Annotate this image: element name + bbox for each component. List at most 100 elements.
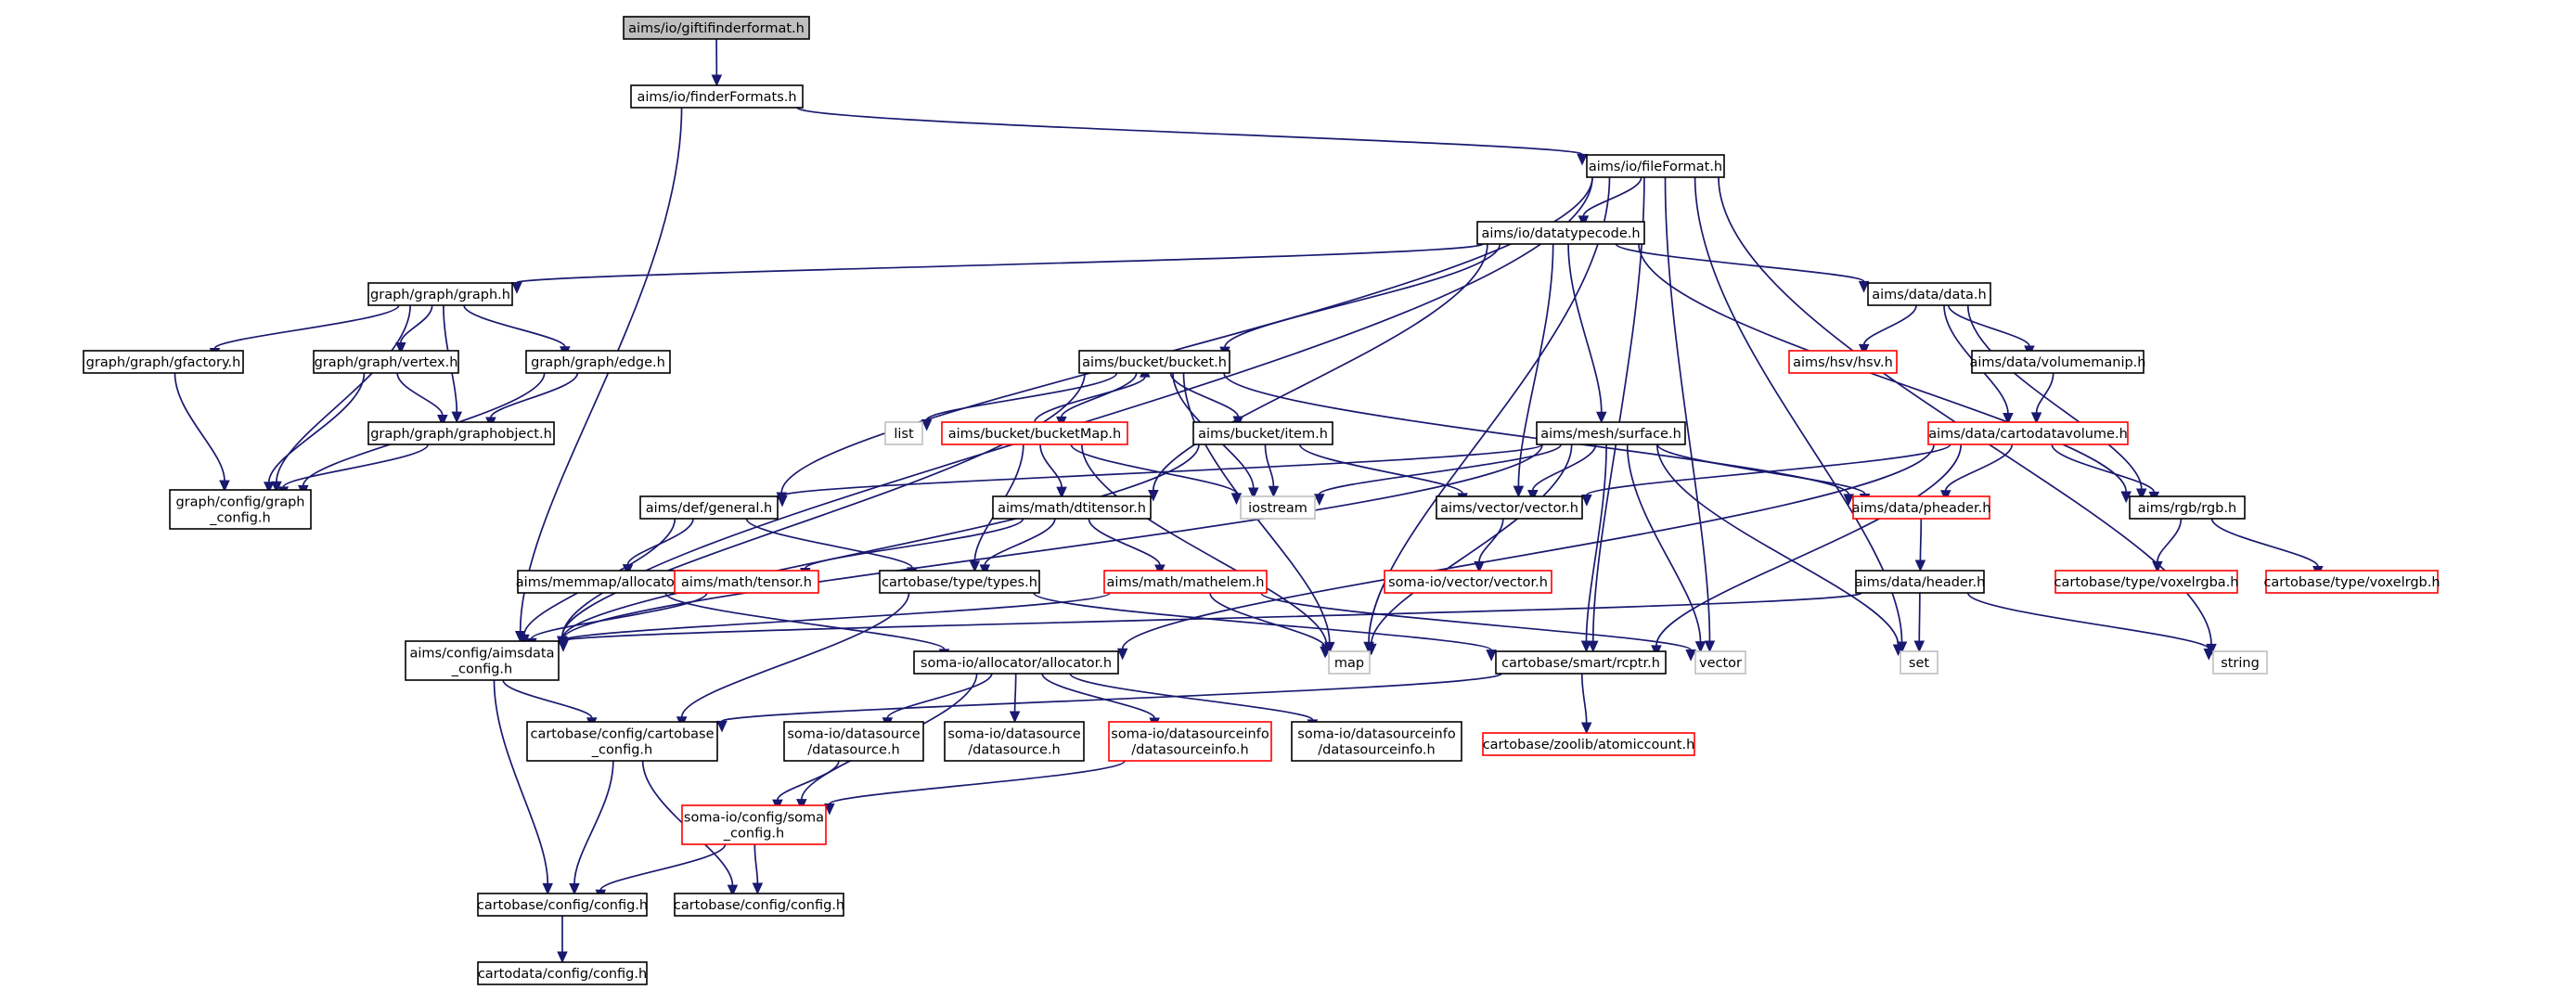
edge-types-to-cartobaseconfig [680,592,910,717]
edge-datadata-to-rgb [1966,304,2143,490]
node-datasourceinfo_blk[interactable]: soma-io/datasourceinfo/datasourceinfo.h [1291,721,1462,762]
node-somavector[interactable]: soma-io/vector/vector.h [1384,570,1552,594]
arrowhead-giftifinderformat-to-finderformats [711,74,723,87]
edge-datasourceinfo_red-to-somaconfig [829,760,1126,805]
node-box-cartobaseconfig [526,721,718,762]
edge-volumemanip-to-cartodatavolume [2035,372,2054,413]
node-box-aimsdataconfig [405,640,560,681]
node-label-iostream-0: iostream [1248,501,1307,516]
node-somaallocator[interactable]: soma-io/allocator/allocator.h [913,650,1119,675]
node-label-aimsdataconfig-0: aims/config/aimsdata [410,647,555,662]
node-box-datasourceh [783,721,924,762]
node-aimsdataconfig[interactable]: aims/config/aimsdata_config.h [405,640,560,681]
node-box-vectorh [1436,495,1583,520]
node-atomiccount[interactable]: cartobase/zoolib/atomiccount.h [1482,732,1695,756]
node-graphconfig[interactable]: graph/config/graph_config.h [169,489,312,530]
node-label-giftifinderformat-0: aims/io/giftifinderformat.h [628,21,805,36]
node-bucketitem[interactable]: aims/bucket/item.h [1192,421,1333,445]
node-pheader[interactable]: aims/data/pheader.h [1852,495,1991,520]
node-datadata[interactable]: aims/data/data.h [1867,282,1991,306]
arrowhead-surface-to-map [1366,643,1377,656]
node-datasourceh[interactable]: soma-io/datasource/datasource.h [783,721,924,762]
edge-surface-to-aimsdataconfig [561,444,1543,640]
arrowhead-surface-to-defgeneral [777,495,788,508]
node-box-voxelrgb [2265,570,2439,594]
edge-surface-to-map [1370,444,1573,645]
node-bucket[interactable]: aims/bucket/bucket.h [1078,350,1230,374]
node-rgb[interactable]: aims/rgb/rgb.h [2129,495,2246,520]
arrowhead-fileformat-to-rcptr [1588,640,1599,653]
arrowhead-defgeneral-to-memmapallocator [622,564,634,576]
node-cartodatavolume[interactable]: aims/data/cartodatavolume.h [1927,421,2129,445]
node-box-list [884,421,923,445]
node-label-bucketmap-0: aims/bucket/bucketMap.h [948,427,1121,442]
edge-types-to-rcptr [1033,592,1492,651]
node-box-fileformat [1586,154,1725,178]
node-box-dtitensor [992,495,1152,520]
node-tensor[interactable]: aims/math/tensor.h [674,570,819,594]
node-vertex[interactable]: graph/graph/vertex.h [313,350,459,374]
node-label-gfactory-0: graph/graph/gfactory.h [86,355,241,370]
arrowhead-defgeneral-to-aimsdataconfig [519,634,530,647]
edge-datadata-to-hsv [1862,304,1917,345]
node-box-surface [1536,421,1686,445]
edge-cartodatavolume-to-pheader [1944,444,2014,492]
node-memmapallocator[interactable]: aims/memmap/allocator.h [516,570,691,594]
node-header[interactable]: aims/data/header.h [1855,570,1986,594]
node-volumemanip[interactable]: aims/data/volumemanip.h [1970,350,2146,374]
node-box-hsv [1788,350,1898,374]
node-map: map [1328,650,1371,675]
edge-datatypecode-to-dtitensor [1153,243,1488,491]
node-label-pheader-0: aims/data/pheader.h [1852,501,1991,516]
edge-somaallocator-to-datasource2 [1013,673,1017,713]
node-label-graphconfig-0: graph/config/graph [175,495,304,510]
edge-surface-to-pheader [1656,444,1866,495]
node-hsv[interactable]: aims/hsv/hsv.h [1788,350,1898,374]
node-gfactory[interactable]: graph/graph/gfactory.h [83,350,244,374]
arrowhead-graph-to-vertex [395,342,406,354]
node-label-rgb-0: aims/rgb/rgb.h [2138,501,2236,516]
node-label-somaconfig-0: soma-io/config/soma [684,811,824,826]
node-cartodataconfig[interactable]: cartodata/config/config.h [477,961,648,985]
node-box-rgb [2129,495,2246,520]
node-label-string-0: string [2221,656,2260,671]
node-vectorh[interactable]: aims/vector/vector.h [1436,495,1583,520]
node-fileformat[interactable]: aims/io/fileFormat.h [1586,154,1725,178]
node-box-string [2212,650,2268,675]
node-datasourceinfo_red[interactable]: soma-io/datasourceinfo/datasourceinfo.h [1108,721,1272,762]
arrowhead-header-to-string [2203,649,2215,661]
node-types[interactable]: cartobase/type/types.h [879,570,1040,594]
node-bucketmap[interactable]: aims/bucket/bucketMap.h [941,421,1128,445]
node-surface[interactable]: aims/mesh/surface.h [1536,421,1686,445]
arrowhead-rcptr-to-cartobaseconfig [716,720,728,733]
node-cartobaseconfig[interactable]: cartobase/config/cartobase_config.h [526,721,718,762]
node-cbconfig2[interactable]: cartobase/config/config.h [674,893,844,917]
node-edge[interactable]: graph/graph/edge.h [525,350,671,374]
edge-vectorh-to-somavector [1478,518,1504,562]
node-graph[interactable]: graph/graph/graph.h [367,282,513,306]
node-giftifinderformat[interactable]: aims/io/giftifinderformat.h [623,16,810,40]
node-somaconfig[interactable]: soma-io/config/soma_config.h [681,804,827,845]
node-dtitensor[interactable]: aims/math/dtitensor.h [992,495,1152,520]
arrowhead-cartobaseconfig-to-cbconfig1 [569,883,580,895]
edge-rcptr-to-cartobaseconfig [721,673,1502,723]
arrowhead-bucket-to-iostream [1247,487,1259,500]
node-mathelem[interactable]: aims/math/mathelem.h [1103,570,1268,594]
node-defgeneral[interactable]: aims/def/general.h [639,495,779,520]
node-box-voxelrgba [2054,570,2238,594]
node-datatypecode[interactable]: aims/io/datatypecode.h [1476,221,1645,245]
node-voxelrgba[interactable]: cartobase/type/voxelrgba.h [2054,570,2239,594]
node-rcptr[interactable]: cartobase/smart/rcptr.h [1495,650,1667,675]
node-graphobject[interactable]: graph/graph/graphobject.h [367,421,555,445]
node-iostream: iostream [1240,495,1316,520]
node-datasource2[interactable]: soma-io/datasource/datasource.h [944,721,1085,762]
node-voxelrgb[interactable]: cartobase/type/voxelrgb.h [2263,570,2441,594]
node-label-vertex-0: graph/graph/vertex.h [315,355,458,370]
arrowhead-header-to-set [1913,640,1926,653]
node-box-mathelem [1103,570,1268,594]
node-cbconfig1[interactable]: cartobase/config/config.h [477,893,648,917]
node-label-somaallocator-0: soma-io/allocator/allocator.h [921,656,1112,671]
edge-header-to-string [1966,592,2210,650]
node-finderformats[interactable]: aims/io/finderFormats.h [630,84,804,109]
